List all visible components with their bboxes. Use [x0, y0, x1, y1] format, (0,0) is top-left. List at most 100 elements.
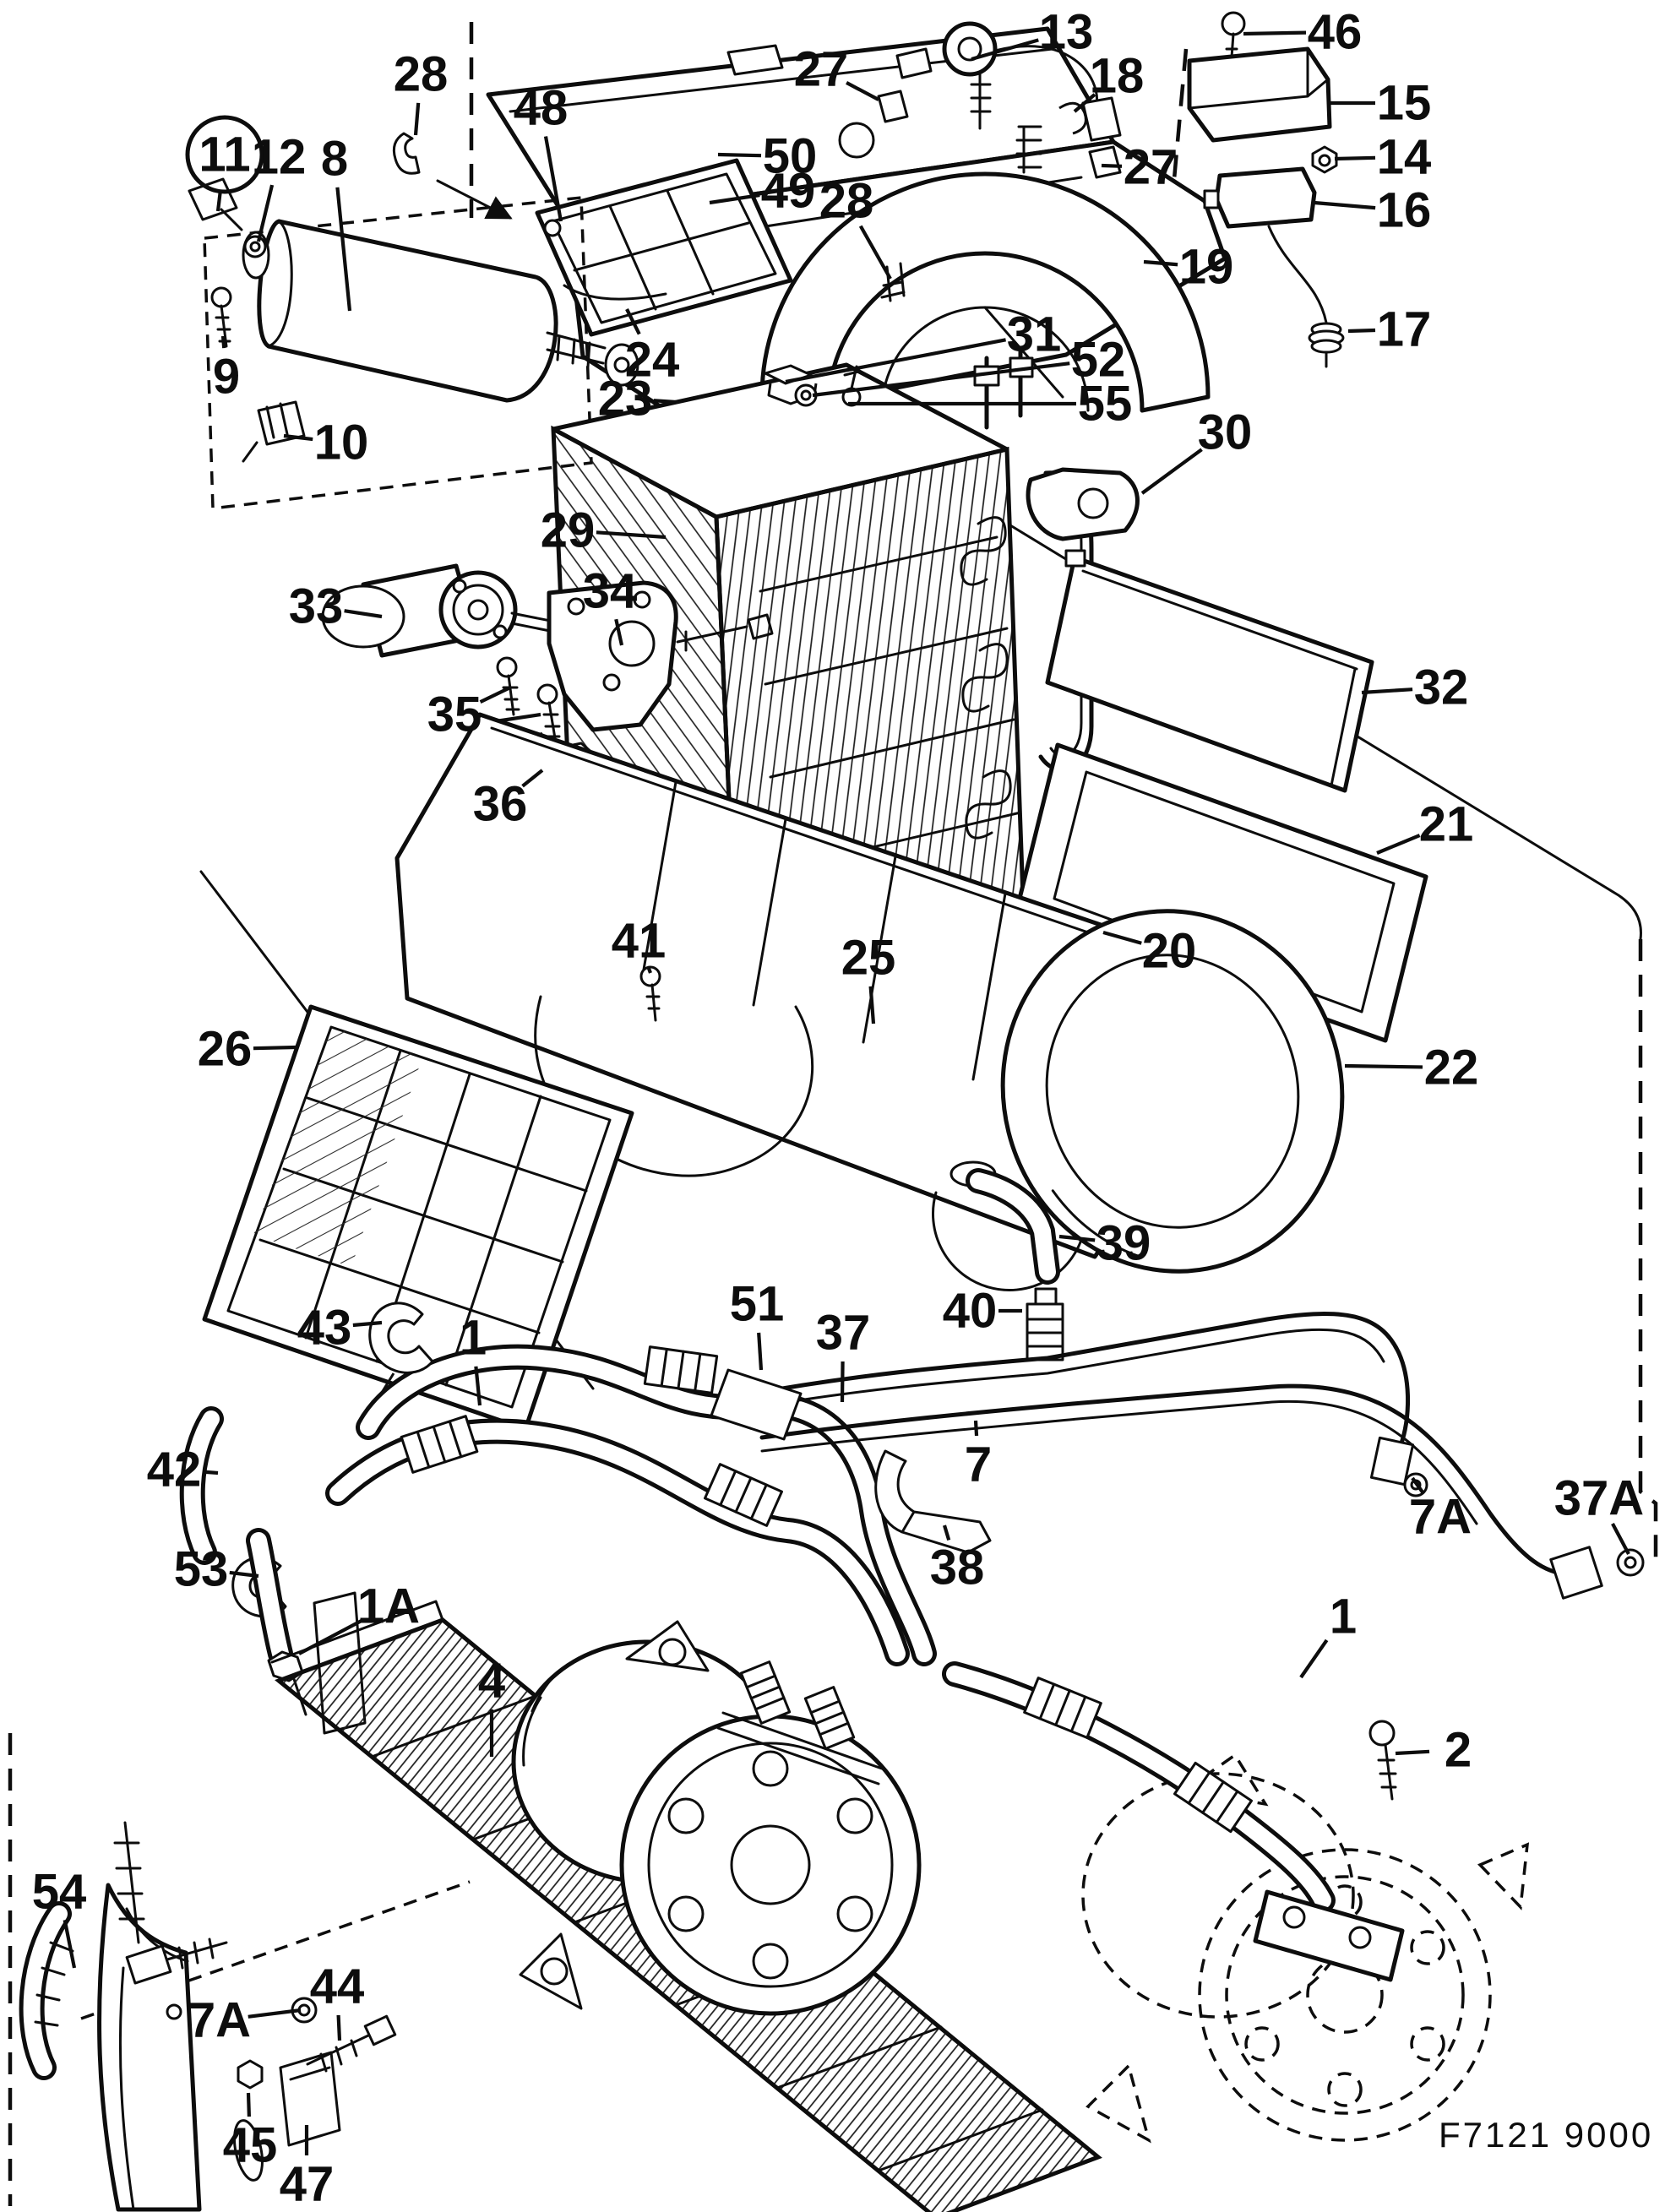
- callout-41: 41: [612, 914, 667, 969]
- leader-line-18: [1073, 93, 1096, 113]
- bracket-hole-b: [633, 590, 651, 609]
- callout-49: 49: [761, 164, 816, 219]
- callout-22: 22: [1424, 1041, 1479, 1095]
- drier-hose-inner: [250, 1532, 289, 1662]
- callout-19: 19: [1179, 240, 1234, 295]
- evap-tube-rows: [759, 535, 1026, 965]
- callout-51: 51: [730, 1277, 785, 1332]
- callout-25: 25: [841, 931, 896, 986]
- callout-38: 38: [930, 1541, 985, 1595]
- leader-line-52: [812, 361, 1070, 398]
- motor-body: [257, 219, 558, 403]
- leader-line-38: [942, 1524, 951, 1541]
- pump-hole-b: [492, 624, 508, 639]
- valve-stem: [970, 73, 992, 130]
- leader-line-42: [202, 1470, 219, 1476]
- leader-line-44: [336, 2014, 342, 2041]
- callout-16: 16: [1377, 183, 1432, 238]
- dashed-boundary-right: [1638, 939, 1658, 1557]
- fan-scroll: [759, 171, 1211, 413]
- leader-line-35: [479, 686, 511, 704]
- callout-50: 50: [763, 129, 818, 184]
- callout-42: 42: [147, 1443, 202, 1497]
- leader-line-7A: [1411, 1476, 1425, 1495]
- valve-spout: [895, 47, 933, 79]
- housing-outlet: [931, 1191, 1085, 1292]
- bolt-2-shaft: [1377, 1743, 1397, 1801]
- sill-bracket: [97, 1883, 202, 2212]
- nut-14: [1311, 145, 1338, 174]
- motor-shaft: [546, 331, 607, 368]
- callout-18: 18: [1090, 49, 1145, 104]
- ear-a-hole: [658, 1638, 687, 1666]
- panel-32-edge: [1081, 569, 1358, 787]
- leader-line-1A: [298, 1618, 364, 1655]
- relay-wire: [1267, 225, 1328, 324]
- scroll-vane: [983, 306, 1064, 399]
- evap-serpentine: [960, 516, 1012, 840]
- bolt-c5: [667, 1895, 705, 1932]
- leader-line-1: [1299, 1639, 1329, 1679]
- screw-46-head: [1221, 11, 1246, 36]
- callout-47: 47: [280, 2157, 335, 2212]
- bracket-30-hole: [1077, 487, 1109, 519]
- callout-7: 7: [965, 1438, 992, 1492]
- ferrules-right: [1023, 1677, 1253, 1834]
- control-box-group: [1187, 11, 1345, 368]
- o-ring-37a-hole: [1624, 1556, 1637, 1569]
- ear-b-hole: [540, 1957, 569, 1986]
- leader-line-30: [1140, 448, 1203, 495]
- compressor-front-inner: [647, 1742, 894, 1988]
- water-valve: [392, 21, 1122, 302]
- hose-1c-inner: [750, 1396, 933, 1662]
- compressor-r-inner: [1225, 1875, 1465, 2115]
- hose-42-inner: [183, 1410, 220, 1561]
- fitting-40-neck: [1034, 1287, 1058, 1306]
- clip-18: [1058, 101, 1087, 135]
- callout-52: 52: [1071, 333, 1126, 388]
- leader-line-37A: [1611, 1523, 1630, 1555]
- leader-line-21: [1376, 834, 1421, 855]
- leader-line-28: [858, 225, 892, 280]
- leader-line-14: [1334, 155, 1376, 161]
- compressor-left: [511, 1620, 922, 2016]
- compressor-r-front: [1198, 1848, 1492, 2142]
- relay-16: [1214, 166, 1317, 229]
- leader-line-23: [653, 399, 677, 405]
- screw-35a-head: [496, 656, 518, 678]
- grommet-17c: [1310, 339, 1342, 354]
- callout-1A: 1A: [357, 1579, 420, 1634]
- clamp-38: [874, 1449, 992, 1554]
- screw-9-head: [210, 286, 232, 308]
- leader-line-46: [1243, 30, 1307, 36]
- shaft-end: [604, 343, 639, 387]
- sill-slot: [233, 2119, 264, 2182]
- callout-9: 9: [213, 350, 240, 405]
- leader-line-2: [1395, 1749, 1430, 1756]
- callout-44: 44: [310, 1959, 365, 2014]
- callout-7A: 7A: [188, 1993, 251, 2048]
- manifold-bar: [716, 1711, 884, 1785]
- elbow-39-inner: [970, 1172, 1056, 1280]
- leader-line-7: [973, 1420, 979, 1437]
- pipe-stub: [113, 1821, 145, 1944]
- callout-53: 53: [174, 1542, 229, 1597]
- leader-line-37: [840, 1361, 845, 1403]
- hose-54-ribs: [34, 1941, 74, 2027]
- screw-35b-shaft: [542, 701, 561, 745]
- compressor-right: [942, 1661, 1530, 2144]
- actuator-group: [321, 563, 774, 782]
- leader-line-54: [63, 1919, 77, 1969]
- callout-45: 45: [223, 2118, 278, 2173]
- leader-line-41: [646, 967, 652, 974]
- top-fittings: [739, 1660, 856, 1750]
- leader-line-48: [543, 136, 563, 222]
- callout-23: 23: [598, 372, 653, 427]
- washer-12: [243, 235, 267, 258]
- washer-52-hole: [800, 389, 812, 401]
- plate-47-line: [289, 2066, 331, 2081]
- leader-line-12: [256, 184, 275, 242]
- pipe-7-long-inner: [760, 1399, 1478, 1525]
